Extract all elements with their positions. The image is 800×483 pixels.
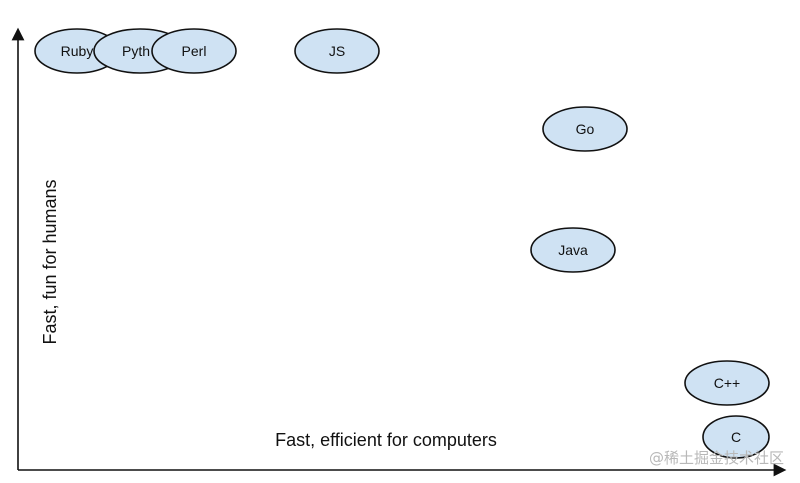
node-java: Java [530, 227, 616, 273]
node-python-label: Pyth [122, 43, 150, 59]
node-perl: Perl [151, 28, 237, 74]
y-axis-label: Fast, fun for humans [40, 179, 60, 344]
x-axis-label: Fast, efficient for computers [275, 430, 497, 450]
node-c: C [702, 415, 770, 459]
watermark: @稀土掘金技术社区 [649, 449, 784, 467]
node-ruby-label: Ruby [61, 43, 94, 59]
node-c-label: C [731, 429, 741, 445]
node-js: JS [294, 28, 380, 74]
node-ruby: Ruby [34, 28, 120, 74]
node-go-label: Go [576, 121, 595, 137]
node-perl-label: Perl [182, 43, 207, 59]
node-java-label: Java [558, 242, 588, 258]
node-cpp: C++ [684, 360, 770, 406]
node-cpp-label: C++ [714, 375, 740, 391]
node-go: Go [542, 106, 628, 152]
node-js-label: JS [329, 43, 345, 59]
